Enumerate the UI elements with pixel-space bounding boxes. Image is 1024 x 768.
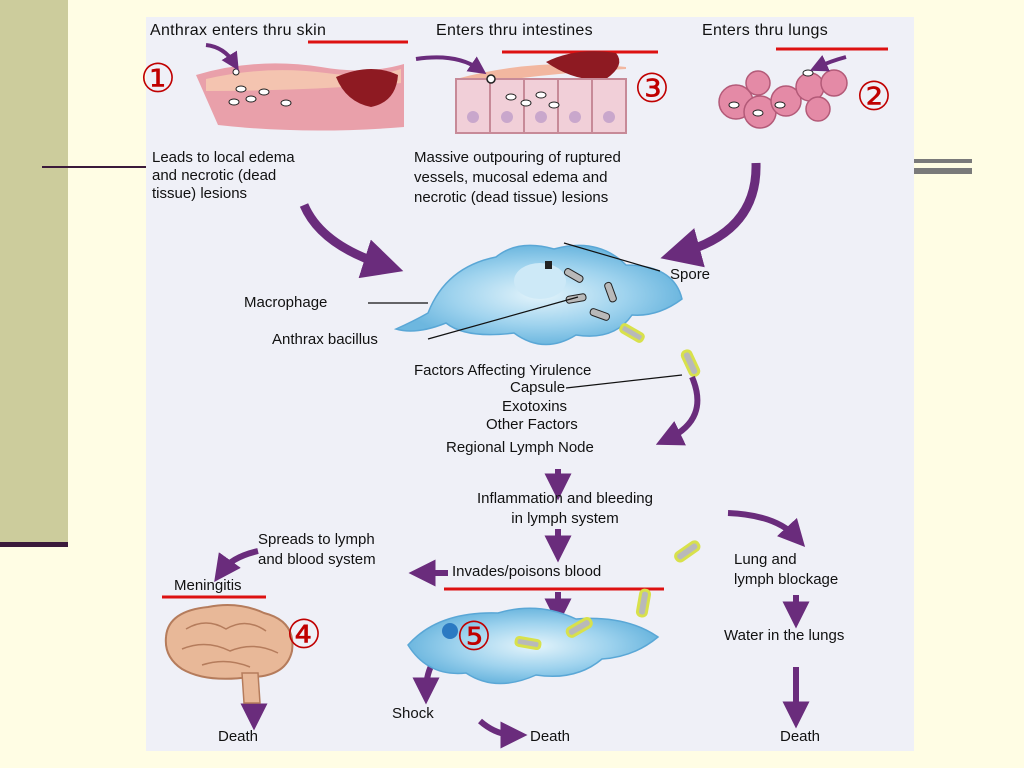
arrow-to-lungs <box>809 55 847 72</box>
slide-divider-right-lower <box>914 168 972 174</box>
other-factors-label: Other Factors <box>486 416 578 433</box>
spore-pointer <box>563 242 661 272</box>
lung-blockage-line1: Lung and <box>734 551 797 568</box>
slide-divider-left <box>42 166 146 168</box>
arrow-to-lung-blockage <box>727 510 806 547</box>
skin-caption-line2: and necrotic (dead <box>152 167 277 184</box>
header-lungs: Enters thru lungs <box>702 22 829 39</box>
lung-alveoli-illustration <box>718 69 848 129</box>
arrow-lungs-to-macrophage <box>660 162 761 268</box>
slide-side-rule <box>0 542 68 547</box>
shock-label: Shock <box>392 705 434 722</box>
arrow-to-lymph-node <box>655 375 701 446</box>
slide-divider-right <box>914 159 972 163</box>
anthrax-bacillus-label: Anthrax bacillus <box>272 331 378 348</box>
intestine-caption-line3: necrotic (dead tissue) lesions <box>414 189 609 206</box>
water-lungs-label: Water in the lungs <box>724 627 845 644</box>
lymph-node-label: Regional Lymph Node <box>446 439 594 456</box>
brain-illustration <box>164 604 294 704</box>
virulence-title: Factors Affecting Yirulence <box>414 362 592 379</box>
arrow-skin-to-macrophage <box>299 203 404 279</box>
intestine-caption-line2: vessels, mucosal edema and <box>414 169 608 186</box>
bacilli-in-blood <box>514 540 701 651</box>
marker-4: ④ <box>286 612 322 658</box>
spreads-line1: Spreads to lymph <box>258 531 375 548</box>
death-left-label: Death <box>218 728 259 745</box>
marker-1: ① <box>140 56 176 102</box>
slide-side-panel <box>0 0 68 545</box>
macrophage-cell <box>393 244 683 346</box>
marker-2: ② <box>856 74 892 120</box>
bacilli-in-macrophage <box>563 268 701 378</box>
inflammation-line1: Inflammation and bleeding <box>477 490 653 507</box>
spreads-line2: and blood system <box>258 551 376 568</box>
inflammation-line2: in lymph system <box>511 510 619 527</box>
skin-caption-line1: Leads to local edema <box>152 149 295 166</box>
exotoxins-label: Exotoxins <box>502 398 568 415</box>
capsule-pointer <box>565 374 683 389</box>
marker-5: ⑤ <box>456 614 492 660</box>
arrow-to-meningitis <box>214 548 259 582</box>
capsule-label: Capsule <box>510 379 566 396</box>
death-right-label: Death <box>780 728 821 745</box>
macrophage-label: Macrophage <box>244 294 328 311</box>
spore-small <box>545 261 552 269</box>
skin-caption-line3: tissue) lesions <box>152 185 248 202</box>
header-intestines: Enters thru intestines <box>436 22 593 39</box>
diagram-artwork <box>162 40 888 749</box>
lung-blockage-line2: lymph blockage <box>734 571 839 588</box>
bacillus-pointer <box>427 296 579 340</box>
invades-label: Invades/poisons blood <box>452 563 602 580</box>
anthrax-pathway-diagram: Anthrax enters thru skin Enters thru int… <box>140 17 914 751</box>
header-skin: Anthrax enters thru skin <box>150 22 327 39</box>
intestine-caption-line1: Massive outpouring of ruptured <box>414 149 621 166</box>
arrow-to-skin <box>205 43 239 71</box>
blood-spot <box>442 623 458 639</box>
skin-tissue-illustration <box>196 63 404 131</box>
marker-3: ③ <box>634 66 670 112</box>
spore-label: Spore <box>670 266 711 283</box>
arrow-shock-to-death <box>478 718 528 749</box>
arrow-to-intestine <box>415 55 487 75</box>
meningitis-label: Meningitis <box>174 577 242 594</box>
intestine-illustration <box>455 51 627 134</box>
death-center-label: Death <box>530 728 571 745</box>
